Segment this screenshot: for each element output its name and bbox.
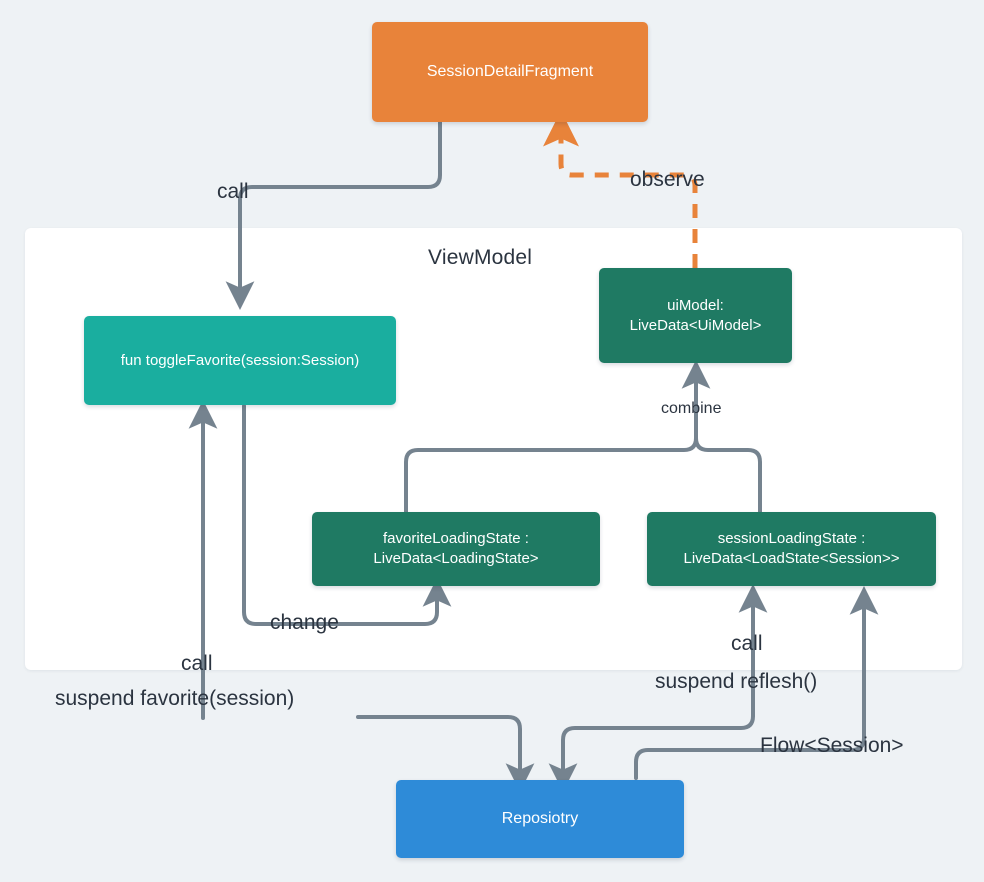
node-ui-model[interactable]: uiModel: LiveData<UiModel> [599,268,792,363]
viewmodel-panel [25,228,962,670]
node-repository[interactable]: Reposiotry [396,780,684,858]
viewmodel-panel-title: ViewModel [428,246,533,269]
edge-label-flow-session: Flow<Session> [760,734,904,757]
edge-label-combine: combine [661,400,722,417]
edge-suspend-reflesh-to-repo [548,714,755,792]
edge-suspend-favorite-to-repo [356,715,535,792]
node-toggle-favorite[interactable]: fun toggleFavorite(session:Session) [84,316,396,405]
node-favorite-loading-state[interactable]: favoriteLoadingState : LiveData<LoadingS… [312,512,600,586]
edge-label-observe: observe [630,168,705,191]
edge-label-suspend-reflesh: suspend reflesh() [655,670,818,693]
edge-label-call-fragment: call [217,180,249,203]
node-session-loading-state[interactable]: sessionLoadingState : LiveData<LoadState… [647,512,936,586]
edge-label-call-repo-toggle: call [181,652,213,675]
node-session-detail-fragment[interactable]: SessionDetailFragment [372,22,648,122]
edge-label-call-repo-session: call [731,632,763,655]
edge-label-change: change [270,611,339,634]
edge-label-suspend-favorite: suspend favorite(session) [55,687,295,710]
